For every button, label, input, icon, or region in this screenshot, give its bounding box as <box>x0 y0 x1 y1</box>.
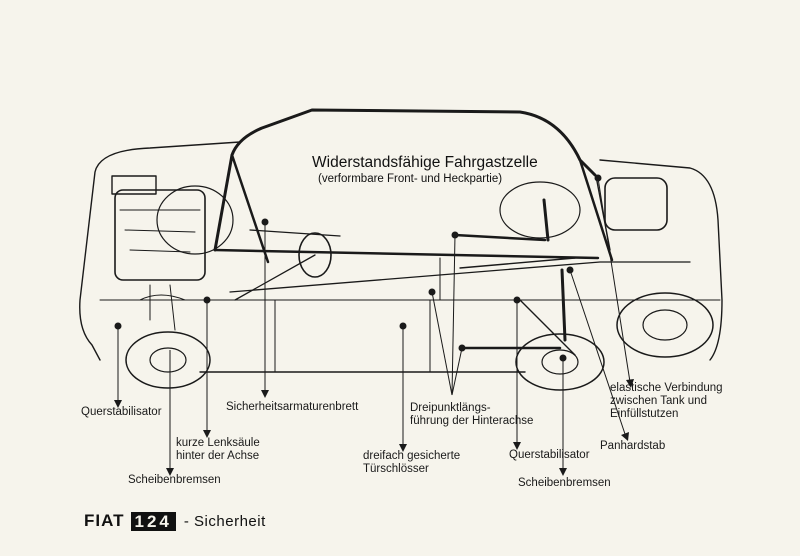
front-left-wheel-hub <box>149 347 187 373</box>
label-tuerschloesser: dreifach gesicherte Türschlösser <box>363 450 461 475</box>
dot-scheibenbremsen-rear <box>559 354 567 362</box>
cell-floor <box>213 248 600 260</box>
label-armaturenbrett: Sicherheitsarmaturenbrett <box>226 401 359 413</box>
arrow-elastische <box>626 379 634 388</box>
rear-left-wheel-hub <box>541 349 579 375</box>
leader-elastische <box>597 177 631 383</box>
rear-left-wheel <box>515 333 605 391</box>
rear-right-wheel-hub <box>642 309 688 341</box>
steering-wheel <box>298 232 332 278</box>
door-lines <box>274 257 441 373</box>
dot-tuerschloesser <box>399 322 407 330</box>
radiator <box>111 175 157 195</box>
dot-querstabilisator-front <box>114 322 122 330</box>
diagram-subtitle: (verformbare Front- und Heckpartie) <box>318 173 503 185</box>
rear-axle <box>459 257 576 356</box>
label-scheibenbremsen-rear: Scheibenbremsen <box>518 477 611 489</box>
label-scheibenbremsen-front: Scheibenbremsen <box>128 474 221 486</box>
arrow-scheibenbremsen-front <box>166 468 174 476</box>
leader-dreipunkt-a <box>451 234 456 396</box>
caption: FIAT 124 - Sicherheit <box>84 511 266 531</box>
front-right-wheel <box>156 185 234 255</box>
caption-suffix: - Sicherheit <box>183 512 266 530</box>
dot-panhardstab <box>566 266 574 274</box>
dot-querstabilisator-rear <box>513 296 521 304</box>
rear-right-wheel <box>616 292 714 358</box>
rear-right-wheelhouse <box>499 181 581 239</box>
dot-dreipunkt-c <box>458 344 466 352</box>
body-outline <box>79 141 723 373</box>
model-badge: 124 <box>130 511 176 531</box>
trailing-link-upper <box>453 233 547 242</box>
front-left-wheel <box>125 331 211 389</box>
label-panhardstab: Panhardstab <box>600 440 666 452</box>
dot-dreipunkt-b <box>428 288 436 296</box>
dot-armaturenbrett <box>261 218 269 226</box>
leader-dreipunkt-b <box>431 291 453 396</box>
passenger-cell-outline <box>213 108 597 252</box>
arrow-querstabilisator-front <box>114 400 122 408</box>
brand-logo: FIAT <box>84 511 125 530</box>
label-lenksaeule: kurze Lenksäule hinter der Achse <box>176 437 260 462</box>
rear-pillar <box>578 158 614 262</box>
arrow-querstabilisator-rear <box>513 442 521 450</box>
arrow-lenksaeule <box>203 430 211 438</box>
arrow-tuerschloesser <box>399 444 407 452</box>
label-querstabilisator-front: Querstabilisator <box>81 406 162 418</box>
dot-dreipunkt-a <box>451 231 459 239</box>
rear-spring <box>542 198 567 342</box>
leader-dreipunkt-c <box>451 347 463 396</box>
dot-elastische <box>594 174 602 182</box>
arrow-armaturenbrett <box>261 390 269 398</box>
exhaust-line <box>229 261 691 293</box>
fuel-tank <box>604 177 668 231</box>
leader-panhardstab <box>569 269 627 438</box>
label-querstabilisator-rear: Querstabilisator <box>509 449 590 461</box>
label-dreipunkt: Dreipunktlängs- führung der Hinterachse <box>410 402 534 427</box>
steering-column <box>234 229 341 301</box>
front-pillar <box>230 153 270 264</box>
dot-lenksaeule <box>203 296 211 304</box>
diagram-title: Widerstandsfähige Fahrgastzelle <box>312 154 538 171</box>
arrow-panhardstab <box>621 432 629 441</box>
arrow-scheibenbremsen-rear <box>559 468 567 476</box>
engine-details <box>119 209 201 331</box>
label-elastische: elastische Verbindung zwischen Tank und … <box>610 382 723 420</box>
engine-block <box>114 189 206 281</box>
